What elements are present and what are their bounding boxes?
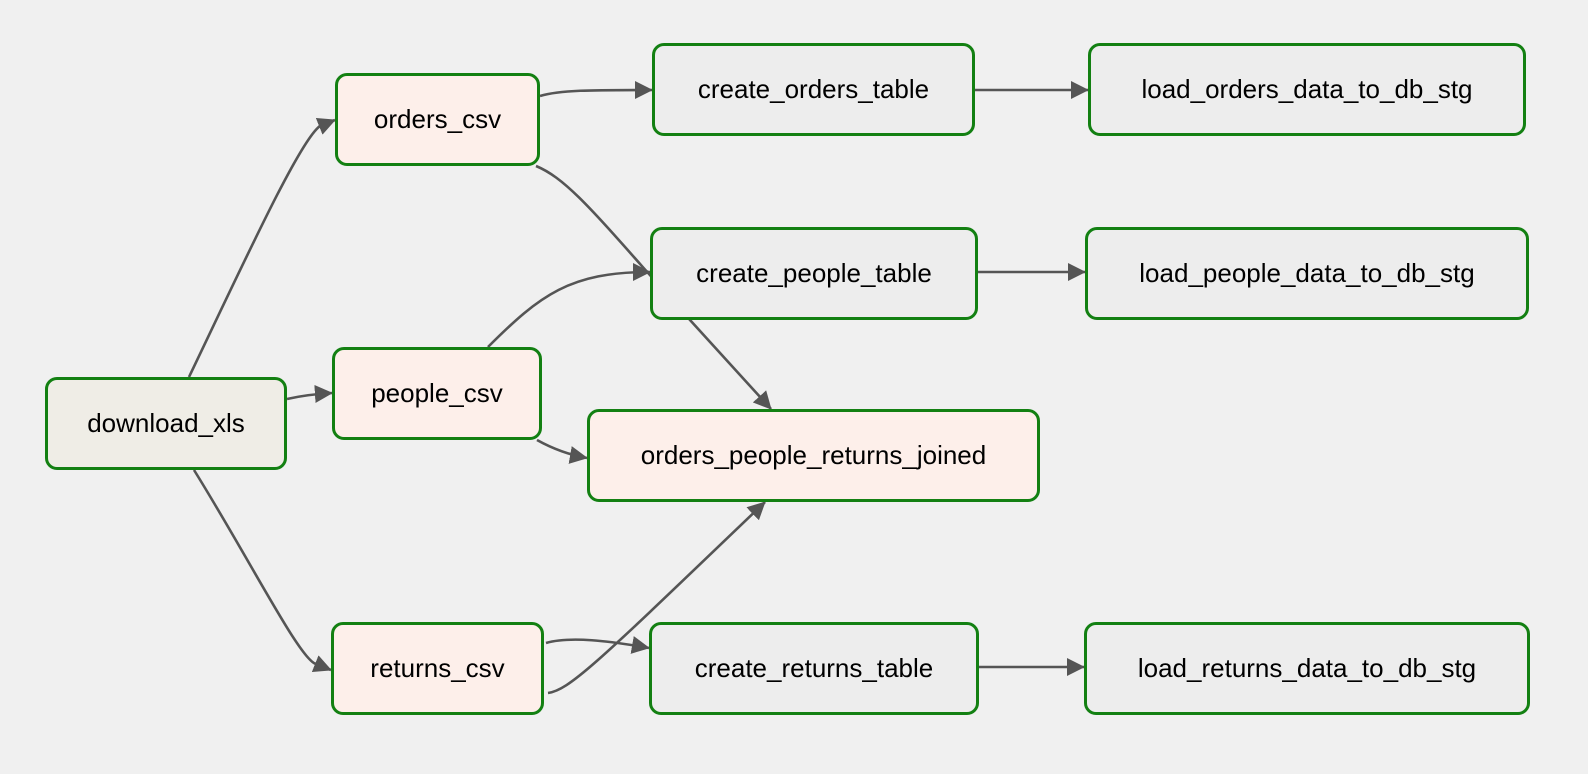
node-orders_csv[interactable]: orders_csv [335,73,540,166]
node-label: people_csv [371,378,503,408]
node-label: load_returns_data_to_db_stg [1137,653,1477,683]
node-load_people_data_to_db_stg[interactable]: load_people_data_to_db_stg [1085,227,1529,320]
node-create_returns_table[interactable]: create_returns_table [649,622,979,715]
node-load_orders_data_to_db_stg[interactable]: load_orders_data_to_db_stg [1088,43,1526,136]
node-returns_csv[interactable]: returns_csv [331,622,544,715]
edge-people_csv-to-orders_people_returns_joined [536,438,588,464]
edge-people_csv-to-create_people_table [487,263,651,348]
node-create_people_table[interactable]: create_people_table [650,227,978,320]
node-create_orders_table[interactable]: create_orders_table [652,43,975,136]
node-download_xls[interactable]: download_xls [45,377,287,470]
node-label: create_returns_table [694,653,934,683]
edge-download_xls-to-returns_csv [192,469,332,673]
edge-orders_csv-to-create_orders_table [539,81,653,100]
node-label: download_xls [87,408,245,438]
node-orders_people_returns_joined[interactable]: orders_people_returns_joined [587,409,1040,502]
edge-download_xls-to-orders_csv [187,117,336,378]
edge-download_xls-to-people_csv [286,385,333,403]
node-load_returns_data_to_db_stg[interactable]: load_returns_data_to_db_stg [1084,622,1530,715]
node-label: load_people_data_to_db_stg [1139,258,1475,288]
node-label: returns_csv [370,653,505,683]
edge-returns_csv-to-orders_people_returns_joined [547,501,766,695]
edge-returns_csv-to-create_returns_table [545,636,650,654]
node-label: orders_people_returns_joined [640,440,987,470]
node-people_csv[interactable]: people_csv [332,347,542,440]
node-label: create_people_table [696,258,932,288]
node-label: create_orders_table [697,74,930,104]
node-label: orders_csv [373,104,502,134]
node-label: load_orders_data_to_db_stg [1141,74,1473,104]
